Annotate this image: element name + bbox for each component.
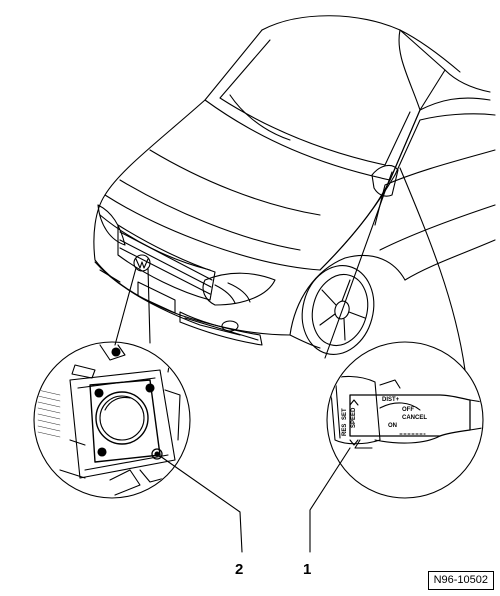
lever-off-label: OFF (402, 407, 414, 413)
lever-set-label: SET (342, 408, 348, 420)
lever-dist-label: DIST+ (382, 397, 400, 403)
callout-number-1: 1 (303, 561, 312, 578)
front-wheel (301, 265, 375, 355)
detail-circle-radar (33, 267, 243, 553)
lever-cancel-label: CANCEL (402, 415, 427, 421)
car-body (93, 15, 496, 349)
lever-speed-label: SPEED (351, 407, 357, 428)
callout-number-2: 2 (235, 561, 244, 578)
lever-on-label: ON (388, 423, 397, 429)
lever-res-label: RES (342, 424, 348, 436)
detail-circle-lever: DIST+ OFF CANCEL ON SPEED SET RES (309, 167, 484, 553)
figure-reference-label: N96-10502 (427, 570, 494, 590)
